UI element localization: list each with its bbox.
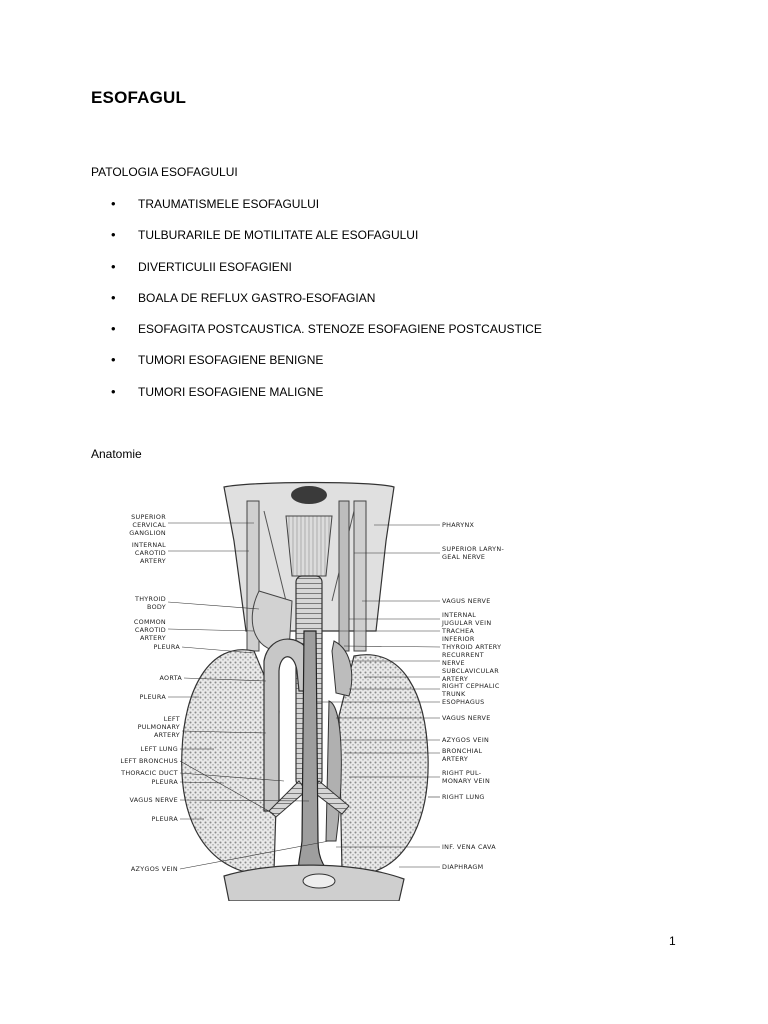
page-number: 1 — [669, 934, 676, 948]
jugular-vein-right — [338, 500, 350, 652]
figure-label: PLEURA — [140, 693, 167, 701]
figure-label: PLEURA — [152, 778, 179, 786]
document-title: ESOFAGUL — [91, 88, 187, 107]
figure-label: AZYGOS VEIN — [442, 736, 489, 744]
figure-label: LEFT BRONCHUS — [120, 757, 178, 765]
figure-label: RIGHT LUNG — [442, 793, 485, 801]
bullet-icon: • — [111, 258, 116, 274]
list-item-label: BOALA DE REFLUX GASTRO-ESOFAGIAN — [138, 290, 376, 305]
figure-label: PLEURA — [152, 815, 179, 823]
figure-label: PHARYNX — [442, 521, 475, 529]
figure-label: LEFT LUNG — [141, 745, 178, 753]
figure-label: RIGHT PUL-MONARY VEIN — [442, 769, 490, 785]
bullet-icon: • — [111, 227, 116, 243]
list-item: • ESOFAGITA POSTCAUSTICA. STENOZE ESOFAGI… — [111, 321, 542, 352]
figure-label: DIAPHRAGM — [442, 863, 483, 871]
list-item: • BOALA DE REFLUX GASTRO-ESOFAGIAN — [111, 290, 542, 321]
figure-label: PLEURA — [154, 643, 181, 651]
figure-label: SUPERIOR LARYN-GEAL NERVE — [442, 545, 504, 561]
figure-label: THORACIC DUCT — [120, 769, 178, 777]
bullet-icon: • — [111, 383, 116, 399]
list-item: • TUMORI ESOFAGIENE BENIGNE — [111, 352, 542, 383]
pharynx-opening — [291, 486, 327, 504]
figure-label: ESOPHAGUS — [442, 698, 484, 706]
pathology-list: • TRAUMATISMELE ESOFAGULUI • TULBURARILE D… — [111, 196, 542, 415]
list-item: • TUMORI ESOFAGIENE MALIGNE — [111, 384, 542, 415]
vena-cava-opening — [302, 873, 336, 889]
azygos-vein — [325, 700, 342, 842]
right-labels: PHARYNX SUPERIOR LARYN-GEAL NERVE VAGUS … — [441, 521, 504, 871]
list-item-label: DIVERTICULII ESOFAGIENI — [138, 259, 292, 274]
section-subtitle: PATOLOGIA ESOFAGULUI — [91, 165, 238, 179]
figure-label: VAGUS NERVE — [129, 796, 178, 804]
bullet-icon: • — [111, 289, 116, 305]
figure-label: TRACHEA — [441, 627, 474, 635]
list-item: • TULBURARILE DE MOTILITATE ALE ESOFAGULU… — [111, 227, 542, 258]
bullet-icon: • — [111, 352, 116, 368]
right-cephalic-trunk — [331, 640, 353, 697]
section-heading: Anatomie — [91, 447, 142, 461]
list-item-label: TRAUMATISMELE ESOFAGULUI — [138, 197, 320, 211]
bullet-icon: • — [111, 196, 116, 211]
label-leader-lines — [167, 522, 441, 870]
list-item-label: TUMORI ESOFAGIENE MALIGNE — [138, 384, 324, 399]
figure-label: VAGUS NERVE — [442, 597, 491, 605]
list-item: • DIVERTICULII ESOFAGIENI — [111, 259, 542, 290]
pharyngeal-muscle — [285, 515, 333, 577]
list-item-label: TULBURARILE DE MOTILITATE ALE ESOFAGULUI — [138, 228, 419, 243]
right-lung-shape — [338, 654, 429, 874]
figure-label: AORTA — [159, 674, 182, 682]
list-item-label: ESOFAGITA POSTCAUSTICA. STENOZE ESOFAGIE… — [138, 322, 542, 337]
bullet-icon: • — [111, 321, 116, 337]
list-item: • TRAUMATISMELE ESOFAGULUI — [111, 196, 542, 227]
figure-label: VAGUS NERVE — [442, 714, 491, 722]
left-lung-shape — [181, 649, 280, 874]
carotid-vessel-right — [353, 500, 367, 652]
list-item-label: TUMORI ESOFAGIENE BENIGNE — [138, 353, 324, 368]
anatomy-drawing — [181, 481, 429, 901]
figure-label: INF. VENA CAVA — [442, 843, 496, 851]
figure-label: AZYGOS VEIN — [131, 865, 178, 873]
